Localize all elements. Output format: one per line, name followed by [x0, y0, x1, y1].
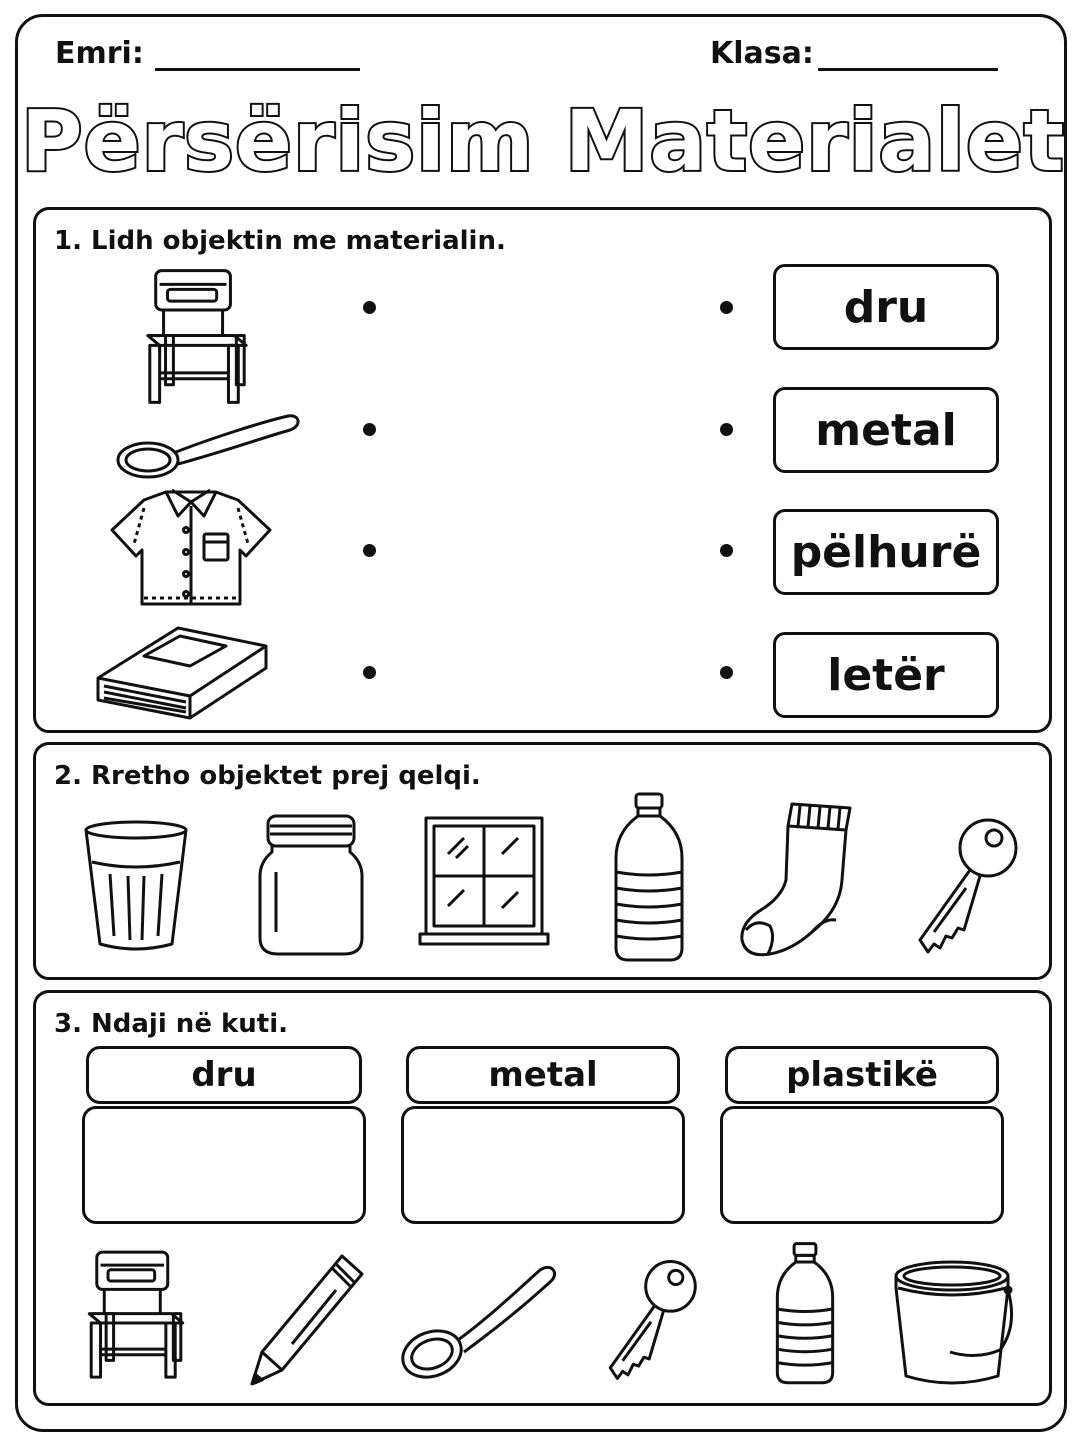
chair-icon[interactable] — [80, 1244, 192, 1388]
name-line[interactable] — [155, 68, 360, 71]
class-label: Klasa: — [710, 36, 814, 71]
category-label-metal: metal — [406, 1046, 680, 1104]
key-icon[interactable] — [914, 816, 1018, 956]
shirt-icon — [108, 486, 274, 610]
match-dot-left-1[interactable] — [363, 301, 376, 314]
match-dot-left-4[interactable] — [363, 666, 376, 679]
section-circle-glass: 2. Rretho objektet prej qelqi. — [33, 742, 1052, 980]
match-dot-left-3[interactable] — [363, 544, 376, 557]
question-2: 2. Rretho objektet prej qelqi. — [54, 761, 481, 791]
class-line[interactable] — [818, 68, 998, 71]
sock-icon[interactable] — [736, 800, 856, 960]
window-icon[interactable] — [418, 814, 550, 948]
pencil-icon[interactable] — [248, 1252, 366, 1388]
key-icon[interactable] — [604, 1258, 698, 1382]
material-box-4: letër — [773, 632, 999, 718]
jar-icon[interactable] — [258, 812, 364, 958]
worksheet-frame — [15, 14, 1067, 1432]
spoon-icon[interactable] — [398, 1262, 560, 1384]
match-dot-right-2[interactable] — [720, 423, 733, 436]
section-sort: 3. Ndaji në kuti. — [33, 990, 1052, 1406]
bottle-icon[interactable] — [612, 792, 686, 964]
match-dot-left-2[interactable] — [363, 423, 376, 436]
match-dot-right-1[interactable] — [720, 301, 733, 314]
book-icon — [94, 624, 270, 720]
category-label-plastic: plastikë — [725, 1046, 999, 1104]
bottle-icon[interactable] — [774, 1240, 836, 1388]
page-title: Përsërisim Materialet — [19, 90, 1066, 192]
match-dot-right-4[interactable] — [720, 666, 733, 679]
question-1: 1. Lidh objektin me materialin. — [54, 226, 506, 256]
material-box-3: pëlhurë — [773, 509, 999, 595]
category-label-wood: dru — [86, 1046, 362, 1104]
material-box-1: dru — [773, 264, 999, 350]
question-3: 3. Ndaji në kuti. — [54, 1009, 289, 1039]
chair-icon — [138, 266, 256, 410]
section-match: 1. Lidh objektin me materialin. — [33, 207, 1052, 733]
bucket-icon[interactable] — [890, 1256, 1018, 1388]
name-label: Emri: — [55, 36, 144, 71]
sort-box-plastic[interactable] — [720, 1106, 1004, 1224]
sort-box-metal[interactable] — [401, 1106, 685, 1224]
match-dot-right-3[interactable] — [720, 544, 733, 557]
glass-icon[interactable] — [82, 818, 190, 954]
sort-box-wood[interactable] — [82, 1106, 366, 1224]
spoon-icon — [112, 408, 302, 482]
material-box-2: metal — [773, 387, 999, 473]
